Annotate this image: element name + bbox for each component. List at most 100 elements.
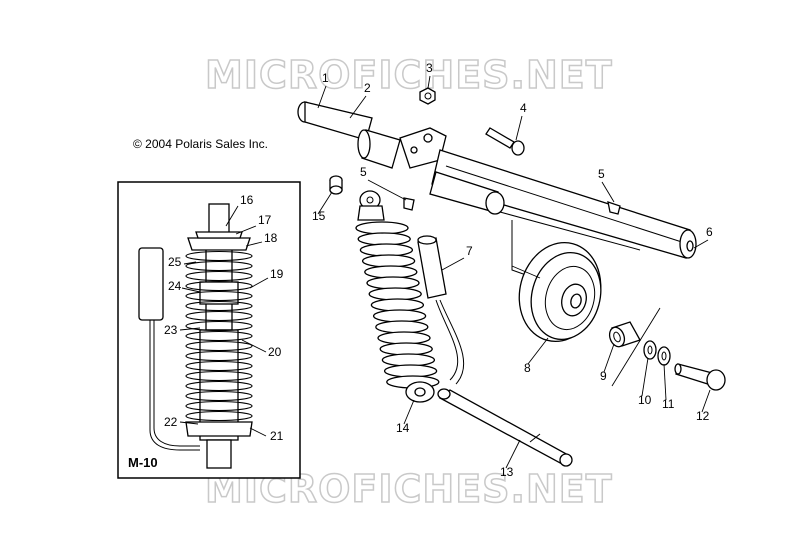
leader-line-13 <box>505 439 521 469</box>
spring-coil <box>355 221 409 235</box>
leader-line-11 <box>663 363 667 401</box>
callout-4: 4 <box>520 101 527 115</box>
leader-line-7 <box>441 257 465 271</box>
spring-coil <box>366 276 420 290</box>
leader-line-4 <box>515 115 523 141</box>
spring-coil <box>370 298 425 312</box>
idler-wheel-part-8 <box>518 241 602 343</box>
inset-spring-coil <box>185 290 253 302</box>
callout-5: 5 <box>598 167 605 181</box>
leader-line-9 <box>603 343 615 373</box>
leader-line-18 <box>245 241 263 247</box>
leader-line-14 <box>403 399 415 425</box>
callout-24: 24 <box>168 279 182 293</box>
inset-spring-coil <box>185 250 253 262</box>
callout-18: 18 <box>264 231 278 245</box>
inset-spring-coil <box>185 320 253 332</box>
inset-spring-coil <box>185 390 253 402</box>
copyright-text: © 2004 Polaris Sales Inc. <box>133 137 268 151</box>
washer-part-10 <box>643 340 657 360</box>
callout-13: 13 <box>500 465 514 479</box>
callout-16: 16 <box>240 193 254 207</box>
fitting-part-5-right <box>607 201 621 215</box>
leader-line-16 <box>225 205 239 227</box>
leader-line-17 <box>235 225 257 235</box>
shaft-part-13 <box>437 388 573 467</box>
callout-20: 20 <box>268 345 282 359</box>
callout-11: 11 <box>662 397 675 411</box>
shock-assembly <box>355 190 465 403</box>
inset-spring-coil <box>185 330 253 342</box>
leader-line-23 <box>179 327 201 331</box>
inset-spring-coil <box>185 350 253 362</box>
spring-coil <box>364 265 418 279</box>
callout-25: 25 <box>168 255 182 269</box>
callout-23: 23 <box>164 323 178 337</box>
callout-1: 1 <box>322 71 329 85</box>
spring-coil <box>377 331 431 345</box>
leader-line-1 <box>317 85 327 109</box>
inset-spring-coil <box>185 300 253 312</box>
inset-spring-coil <box>185 370 253 382</box>
inset-spring-coil <box>185 310 253 322</box>
spring-coil <box>368 287 422 301</box>
leader-line-8 <box>527 337 549 365</box>
callout-21: 21 <box>270 429 284 443</box>
callout-8: 8 <box>524 361 531 375</box>
spring-coil <box>381 353 436 367</box>
callout-12: 12 <box>696 409 710 423</box>
callout-15: 15 <box>312 209 326 223</box>
inset-spring-coil <box>185 270 253 282</box>
callout-6: 6 <box>706 225 713 239</box>
washer-part-11 <box>657 346 671 366</box>
callout-9: 9 <box>600 369 607 383</box>
inset-spring-coil <box>185 280 253 292</box>
inset-spring-coil <box>185 410 253 422</box>
fitting-part-5-left <box>403 197 415 211</box>
nut-part-3 <box>419 87 436 105</box>
callout-2: 2 <box>364 81 371 95</box>
bushing-part-15 <box>329 175 343 195</box>
spring-coil <box>361 254 416 268</box>
spring-coil <box>359 243 414 257</box>
callout-3: 3 <box>426 61 433 75</box>
leader-line-6 <box>693 239 709 249</box>
callout-17: 17 <box>258 213 272 227</box>
leader-line-22 <box>179 421 199 425</box>
bolt-part-4 <box>485 127 525 156</box>
rear-arm-assembly <box>297 101 697 281</box>
leader-line-5b <box>367 179 407 201</box>
callout-10: 10 <box>638 393 652 407</box>
leader-line-10 <box>641 357 649 397</box>
leader-line-3 <box>427 75 431 89</box>
inset-spring-coil <box>185 360 253 372</box>
callout-14: 14 <box>396 421 410 435</box>
watermark-top: MICROFICHES.NET <box>205 53 613 97</box>
callout-5b: 5 <box>360 165 367 179</box>
callout-7: 7 <box>466 244 473 258</box>
callout-22: 22 <box>164 415 178 429</box>
callout-19: 19 <box>270 267 284 281</box>
leader-line-12 <box>701 389 711 413</box>
inset-spring-coil <box>185 260 253 272</box>
leader-line-24 <box>181 287 201 293</box>
spring-coil <box>375 320 429 334</box>
inset-spring-coil <box>185 380 253 392</box>
inset-label: M-10 <box>128 455 158 470</box>
leader-line-5 <box>601 181 615 203</box>
leader-line-2 <box>349 95 367 119</box>
spring-coil <box>372 309 427 323</box>
inset-spring-coil <box>185 340 253 352</box>
bolt-part-12 <box>674 363 726 391</box>
leader-line-15 <box>317 191 333 215</box>
spring-coil <box>379 342 433 356</box>
inset-spring-coil <box>185 400 253 412</box>
leader-line-19 <box>249 277 269 289</box>
leader-line-20 <box>241 339 267 353</box>
spring-coil <box>383 364 438 378</box>
leader-line-21 <box>249 427 267 437</box>
spring-coil <box>357 232 411 246</box>
spacer-part-9 <box>608 321 641 348</box>
